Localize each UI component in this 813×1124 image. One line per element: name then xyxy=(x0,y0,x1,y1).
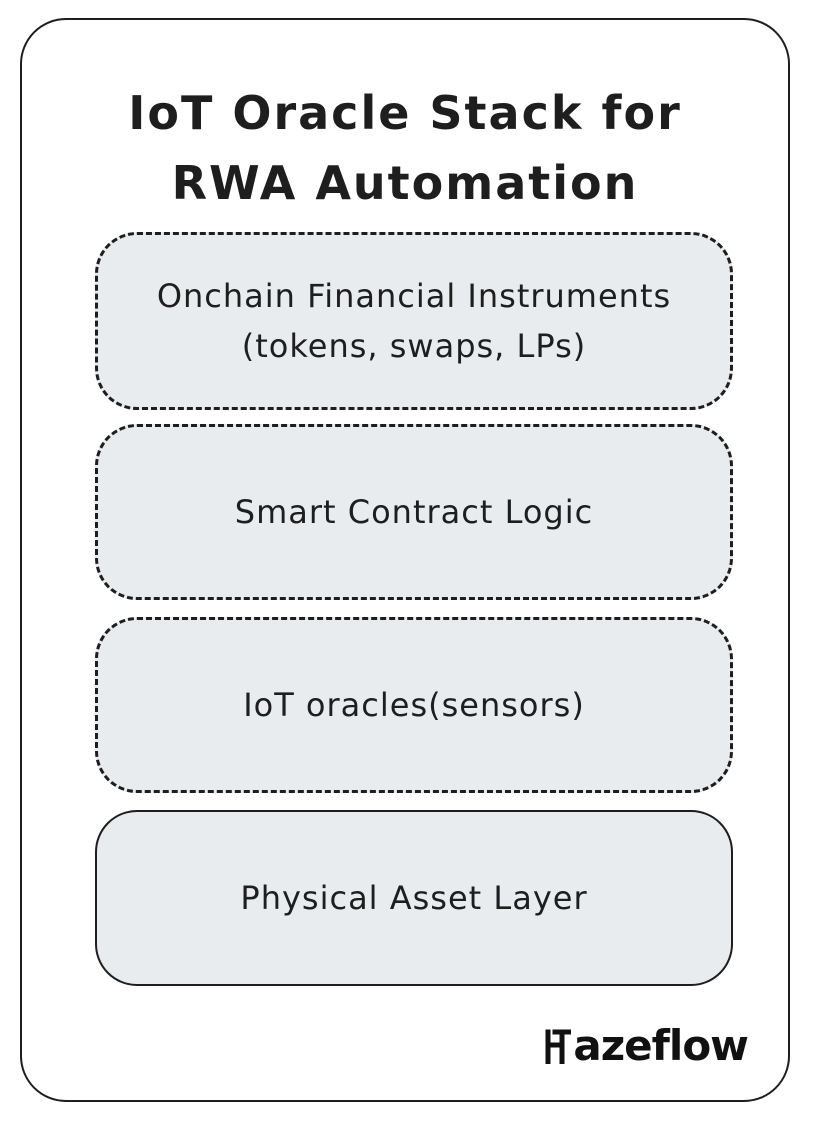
hazeflow-h-mark-icon xyxy=(545,1029,572,1064)
layer-physical-asset: Physical Asset Layer xyxy=(95,810,733,986)
title-line-2: RWA Automation xyxy=(171,156,639,210)
diagram-card: IoT Oracle Stack for RWA Automation Onch… xyxy=(20,18,790,1102)
diagram-title: IoT Oracle Stack for RWA Automation xyxy=(22,78,788,218)
layer-iot-oracles: IoT oracles(sensors) xyxy=(95,617,733,793)
layer-label: Onchain Financial Instruments xyxy=(156,277,672,315)
layer-label: Physical Asset Layer xyxy=(240,879,588,917)
title-line-1: IoT Oracle Stack for xyxy=(128,86,682,140)
hazeflow-logo: azeflow xyxy=(545,1021,749,1070)
layer-sublabel: (tokens, swaps, LPs) xyxy=(241,327,587,365)
layer-smart-contract-logic: Smart Contract Logic xyxy=(95,424,733,600)
layer-label: IoT oracles(sensors) xyxy=(243,686,585,724)
logo-wordmark: azeflow xyxy=(573,1021,749,1070)
layer-onchain-financial-instruments: Onchain Financial Instruments (tokens, s… xyxy=(95,232,733,410)
layer-label: Smart Contract Logic xyxy=(234,493,594,531)
